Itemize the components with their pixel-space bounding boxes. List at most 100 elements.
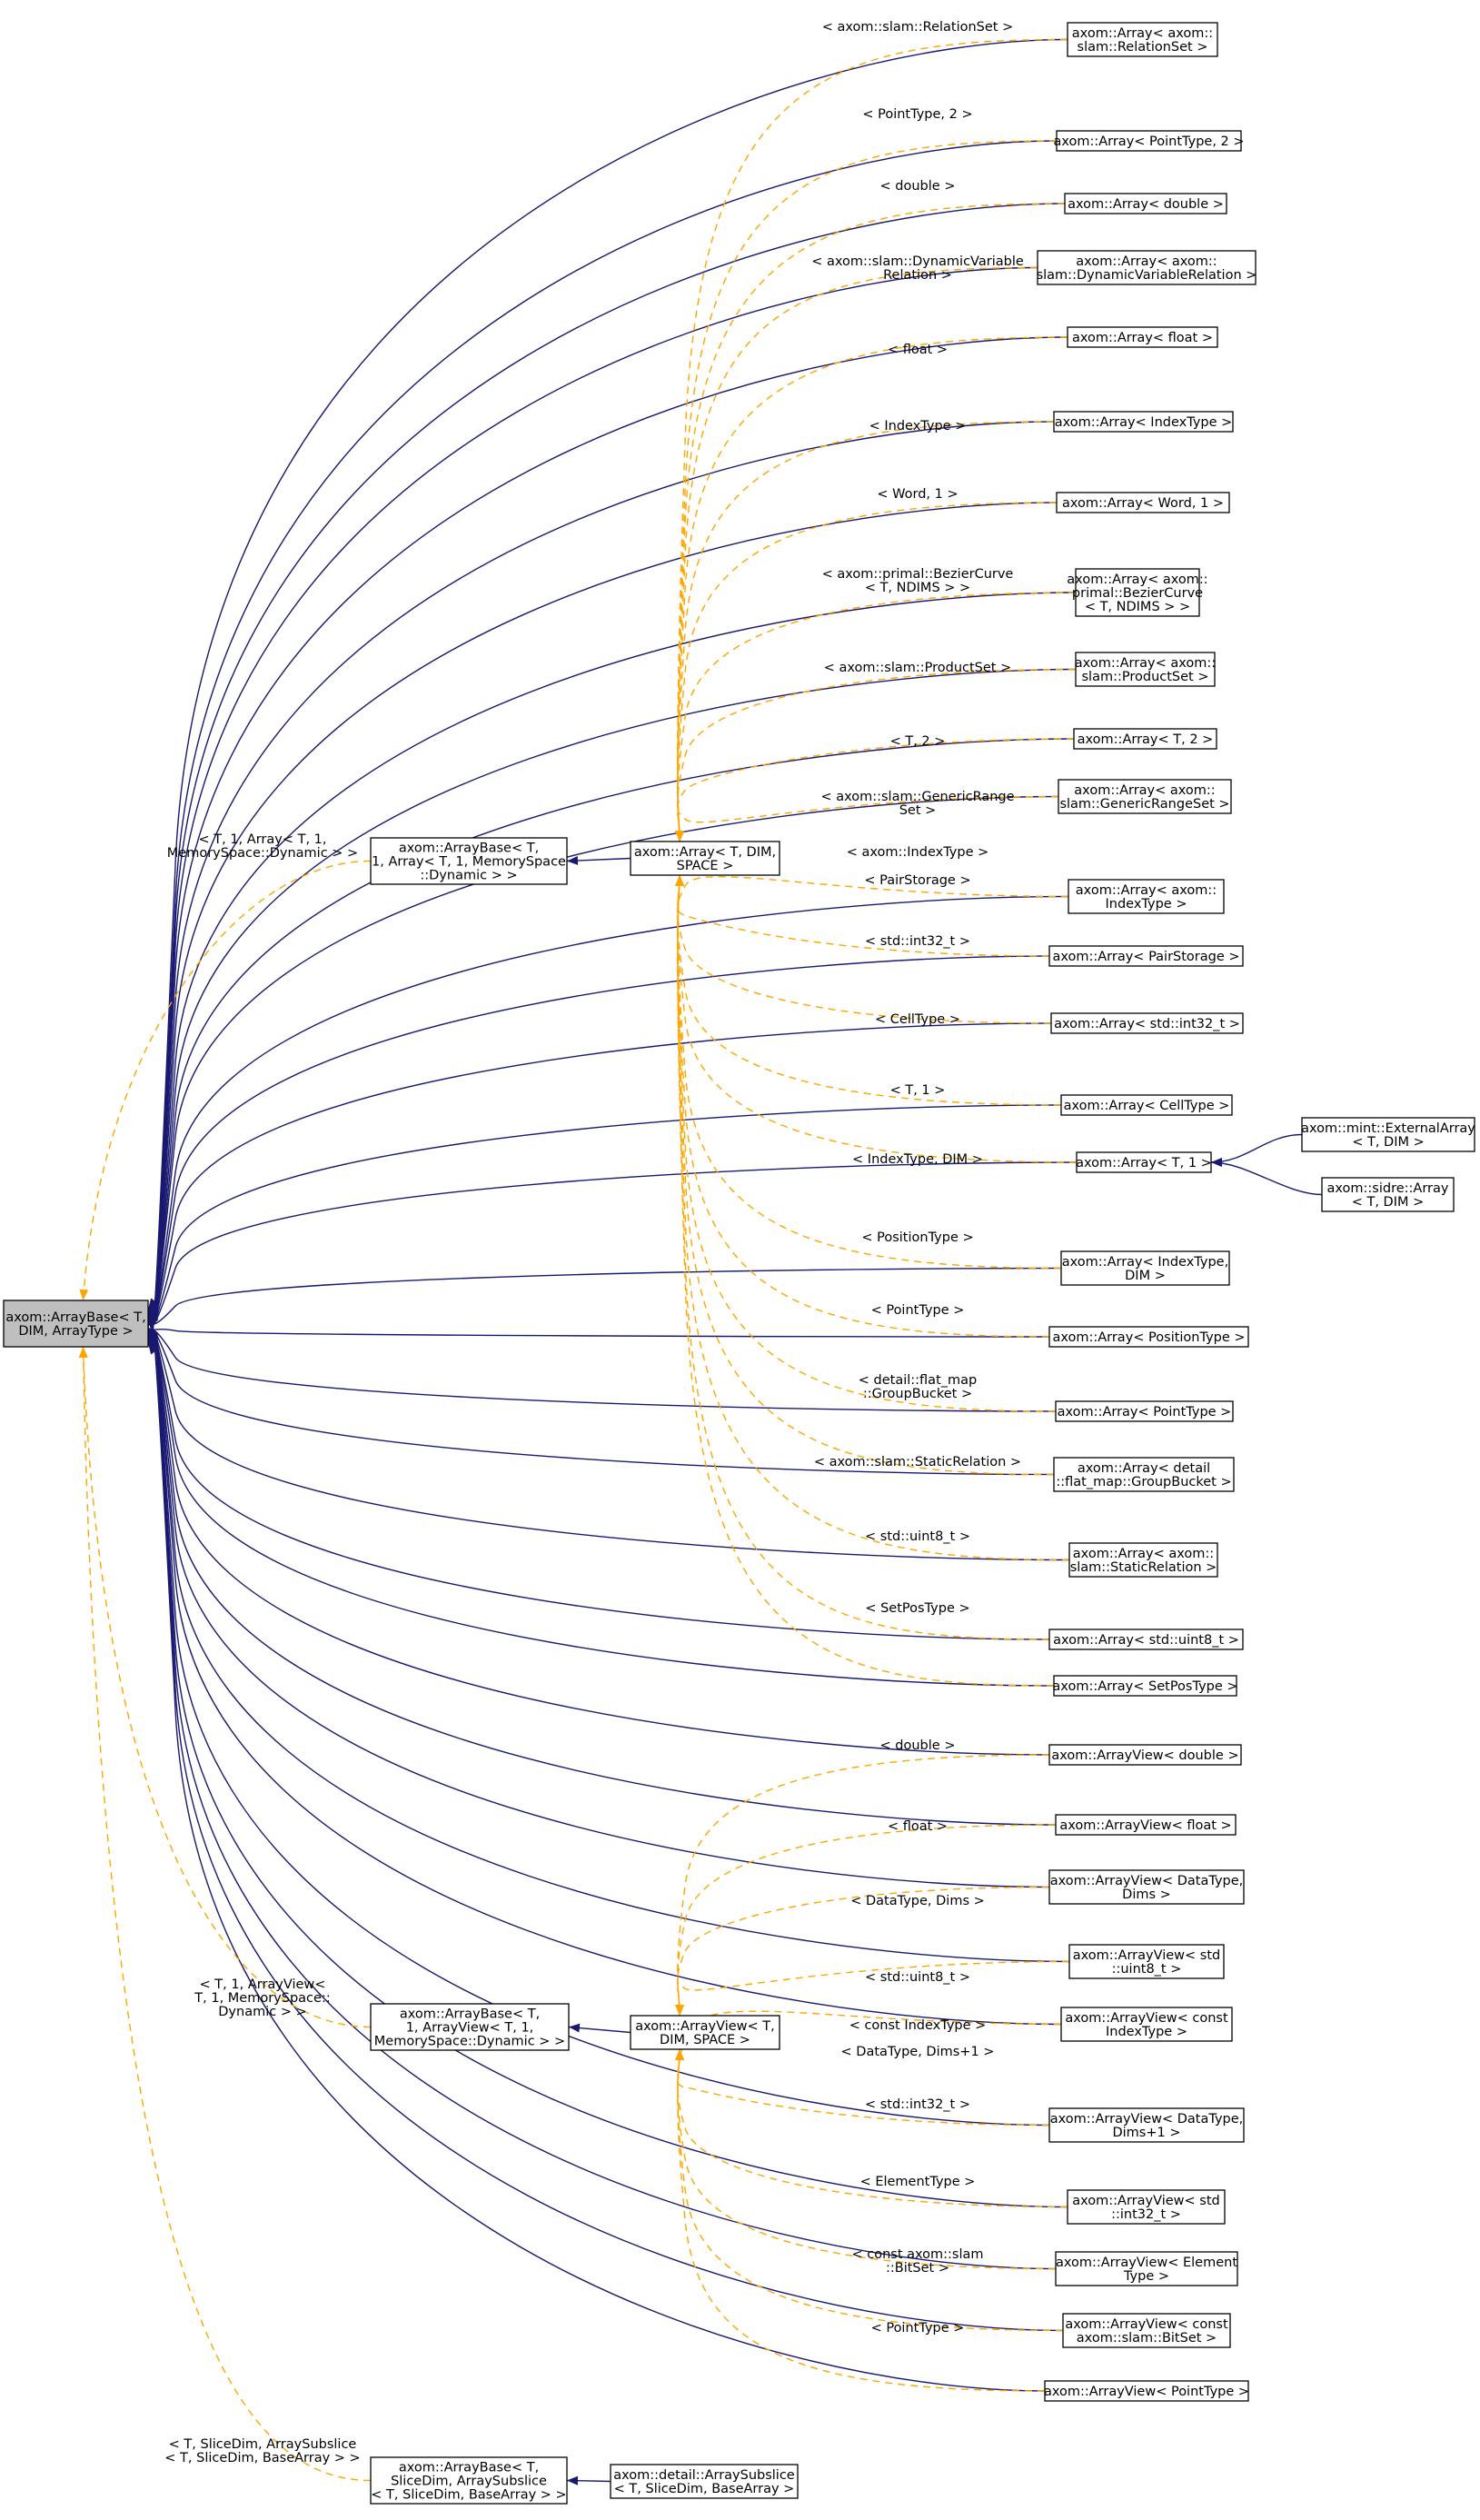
class-node-label-line: axom::Array< T, 2 > [1078, 732, 1214, 747]
class-node-a-t2[interactable]: axom::Array< T, 2 > [1073, 728, 1217, 750]
class-node-a-setpos[interactable]: axom::Array< SetPosType > [1052, 1675, 1238, 1697]
template-argument-label: < IndexType, DIM > [852, 1152, 983, 1167]
class-node-label: axom::ArrayView< std::int32_t > [1072, 2194, 1219, 2222]
class-node-label-line: axom::detail::ArraySubslice [613, 2468, 795, 2483]
class-node-a-t1[interactable]: axom::Array< T, 1 > [1076, 1151, 1212, 1173]
class-node-label-line: slam::DynamicVariableRelation > [1037, 268, 1257, 283]
class-node-label: axom::Array< detail::flat_map::GroupBuck… [1056, 1461, 1231, 1489]
class-node-mint-ext[interactable]: axom::mint::ExternalArray< T, DIM > [1301, 1117, 1475, 1152]
class-node-a-rel[interactable]: axom::Array< axom::slam::RelationSet > [1067, 22, 1218, 57]
template-argument-label: < SetPosType > [865, 1601, 969, 1616]
class-node-a-idx[interactable]: axom::Array< IndexType > [1053, 411, 1234, 433]
class-node-label: axom::Array< axom::slam::RelationSet > [1072, 26, 1213, 55]
class-node-label-line: 1, Array< T, 1, MemorySpace [372, 855, 566, 870]
class-node-a-flt[interactable]: axom::Array< float > [1067, 326, 1218, 348]
template-argument-label-line: < PointType > [871, 1303, 965, 1318]
class-node-box [1048, 1629, 1244, 1650]
template-argument-label-line: < axom::slam::GenericRange [820, 790, 1014, 804]
class-node-label-line: < T, SliceDim, BaseArray > > [371, 2488, 566, 2503]
template-argument-label-line: < DataType, Dims+1 > [841, 2045, 995, 2059]
class-node-label: axom::Array< IndexType,DIM > [1062, 1255, 1228, 1283]
class-node-slice[interactable]: axom::detail::ArraySubslice< T, SliceDim… [610, 2464, 799, 2499]
class-node-label-line: axom::ArrayView< const [1065, 2317, 1228, 2332]
template-argument-label: < PositionType > [861, 1230, 973, 1245]
class-node-box [1062, 2313, 1231, 2348]
class-node-label: axom::Array< axom::slam::GenericRangeSet… [1059, 783, 1229, 812]
inheritance-edge [147, 38, 1068, 1334]
class-node-label-line: Dims+1 > [1112, 2126, 1180, 2140]
class-node-a-cell[interactable]: axom::Array< CellType > [1060, 1094, 1233, 1116]
class-node-label: axom::ArrayView< DataType,Dims+1 > [1050, 2112, 1244, 2140]
class-node-label-line: 1, ArrayView< T, 1, [406, 2021, 534, 2036]
template-argument-label-line: Dynamic > > [218, 2005, 306, 2019]
inheritance-edge [566, 855, 631, 865]
class-node-box [1050, 1012, 1244, 1034]
class-node-a-dbl[interactable]: axom::Array< double > [1064, 193, 1227, 214]
class-node-a-i32[interactable]: axom::Array< std::int32_t > [1050, 1012, 1244, 1034]
class-node-v-dtd1[interactable]: axom::ArrayView< DataType,Dims+1 > [1048, 2107, 1245, 2143]
class-node-label-line: DIM, SPACE > [660, 2033, 750, 2047]
class-node-a-grs[interactable]: axom::Array< axom::slam::GenericRangeSet… [1058, 779, 1232, 814]
class-node-box [1073, 728, 1217, 750]
template-argument-label: < float > [888, 343, 948, 357]
class-node-a-bez[interactable]: axom::Array< axom::primal::BezierCurve< … [1067, 568, 1208, 617]
class-node-a-pt2[interactable]: axom::Array< PointType, 2 > [1053, 130, 1245, 152]
class-node-a-ptt[interactable]: axom::Array< PointType > [1055, 1400, 1234, 1422]
class-node-label-line: axom::ArrayView< PointType > [1044, 2385, 1249, 2399]
template-argument-label-line: < PositionType > [861, 1230, 973, 1245]
class-node-a-dvr[interactable]: axom::Array< axom::slam::DynamicVariable… [1037, 250, 1257, 285]
class-node-ab-arr[interactable]: axom::ArrayBase< T,1, Array< T, 1, Memor… [370, 837, 568, 885]
class-node-label-line: axom::Array< axom:: [1073, 1547, 1214, 1561]
class-node-root[interactable]: axom::ArrayBase< T,DIM, ArrayType > [3, 1300, 149, 1348]
class-node-label: axom::sidre::Array< T, DIM > [1327, 1181, 1449, 1210]
template-argument-label: < PointType > [871, 2321, 965, 2336]
class-node-sidre-arr[interactable]: axom::sidre::Array< T, DIM > [1321, 1177, 1455, 1212]
class-node-v-i32[interactable]: axom::ArrayView< std::int32_t > [1067, 2189, 1226, 2225]
class-node-a-word[interactable]: axom::Array< Word, 1 > [1056, 492, 1230, 513]
class-node-a-idxdim[interactable]: axom::Array< IndexType,DIM > [1060, 1250, 1230, 1286]
class-node-label: axom::detail::ArraySubslice< T, SliceDim… [613, 2468, 795, 2496]
class-node-v-u8[interactable]: axom::ArrayView< std::uint8_t > [1068, 1944, 1225, 1979]
class-node-a-prod[interactable]: axom::Array< axom::slam::ProductSet > [1075, 652, 1216, 687]
class-node-label-line: IndexType > [1106, 897, 1187, 911]
class-node-label-line: axom::Array< std::uint8_t > [1053, 1633, 1239, 1648]
class-node-box [1060, 1094, 1233, 1116]
template-edge [675, 738, 1075, 842]
template-edge [675, 1960, 1070, 2017]
inheritance-edge [147, 1329, 1055, 1476]
class-node-a-gb[interactable]: axom::Array< detail::flat_map::GroupBuck… [1053, 1457, 1235, 1492]
class-node-box [1053, 1675, 1237, 1697]
class-node-box [1067, 326, 1218, 348]
class-node-box [1301, 1117, 1475, 1152]
class-node-view[interactable]: axom::ArrayView< T,DIM, SPACE > [630, 2015, 780, 2050]
class-node-label: axom::Array< axom::slam::ProductSet > [1075, 656, 1216, 684]
class-node-v-flt[interactable]: axom::ArrayView< float > [1055, 1814, 1237, 1836]
class-node-arr[interactable]: axom::Array< T, DIM,SPACE > [630, 841, 780, 876]
class-node-label-line: axom::ArrayBase< T, [400, 2007, 540, 2022]
class-node-ab-slice[interactable]: axom::ArrayBase< T,SliceDim, ArraySubsli… [370, 2456, 568, 2505]
class-node-box [1068, 1542, 1218, 1578]
class-node-v-pt[interactable]: axom::ArrayView< PointType > [1044, 2380, 1249, 2402]
class-node-a-srel[interactable]: axom::Array< axom::slam::StaticRelation … [1068, 1542, 1218, 1578]
template-argument-label-line: < T, 1, ArrayView< [200, 1977, 326, 1992]
class-node-label-line: axom::Array< axom:: [1072, 26, 1213, 41]
class-node-label: axom::ArrayBase< T,1, Array< T, 1, Memor… [372, 842, 566, 883]
template-argument-label-line: ::GroupBucket > [863, 1387, 972, 1401]
class-node-v-dbl[interactable]: axom::ArrayView< double > [1048, 1744, 1242, 1766]
class-node-label-line: axom::ArrayBase< T, [399, 842, 539, 856]
class-node-a-u8[interactable]: axom::Array< std::uint8_t > [1048, 1629, 1244, 1650]
class-node-a-aidx[interactable]: axom::Array< axom::IndexType > [1068, 879, 1225, 914]
class-node-box [1068, 879, 1225, 914]
class-node-a-pair[interactable]: axom::Array< PairStorage > [1048, 945, 1244, 967]
class-node-label: axom::Array< IndexType > [1055, 415, 1233, 430]
template-edge [675, 1754, 1050, 2017]
class-node-ab-view[interactable]: axom::ArrayBase< T,1, ArrayView< T, 1,Me… [370, 2003, 570, 2051]
class-node-a-pos[interactable]: axom::Array< PositionType > [1048, 1326, 1249, 1348]
class-node-v-dtd[interactable]: axom::ArrayView< DataType,Dims > [1048, 1869, 1245, 1905]
class-node-label-line: ::uint8_t > [1112, 1962, 1182, 1977]
template-argument-label: < const IndexType > [849, 2018, 987, 2033]
